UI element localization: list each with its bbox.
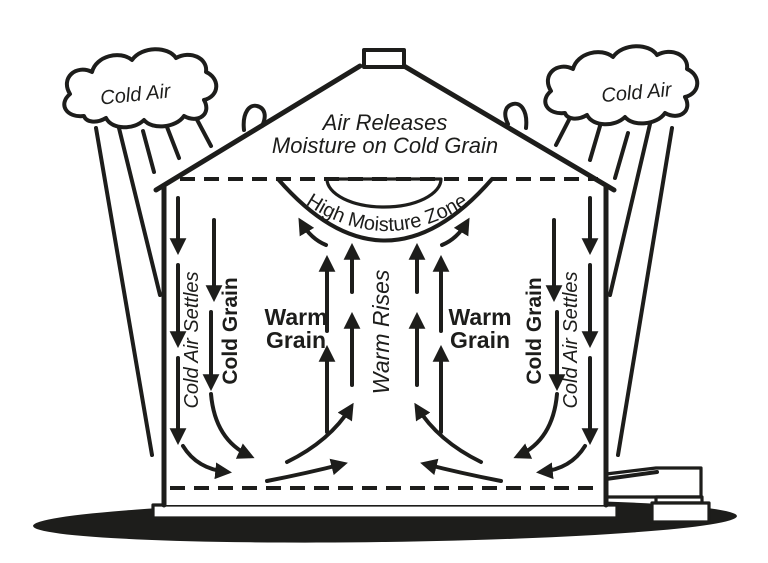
cold-air-arrows-right-wall [535, 196, 599, 480]
warm-grain-left-label-line1: Warm [264, 304, 327, 330]
floor-flow-arrows-left [265, 402, 354, 483]
cold-grain-left-label: Cold Grain [219, 277, 242, 384]
roof-label-line1: Air Releases [321, 110, 448, 135]
moisture-zone-spread-arrows [298, 217, 470, 247]
cold-grain-arrows-right [513, 218, 566, 459]
cloud-right: Cold Air [543, 44, 700, 127]
roof-label-line2: Moisture on Cold Grain [272, 133, 498, 158]
warm-grain-left-label-line2: Grain [266, 327, 326, 353]
floor-flow-arrows-right [414, 402, 503, 483]
base-slab [151, 503, 619, 520]
warm-rise-arrows-left [318, 242, 361, 434]
warm-grain-right-label-line1: Warm [448, 304, 511, 330]
high-moisture-hatch [325, 177, 443, 209]
cold-air-arrows-left-wall [169, 196, 233, 480]
roof-vent-cap [362, 48, 406, 69]
roof-vent-right [503, 101, 529, 130]
warm-rise-arrows-right [408, 242, 450, 434]
cold-grain-right-label: Cold Grain [523, 277, 546, 384]
cold-air-streams-left [94, 112, 213, 457]
cold-grain-arrows-left [202, 218, 255, 459]
cold-air-settles-left-label: Cold Air Settles [181, 271, 203, 408]
warm-rises-label: Warm Rises [368, 269, 394, 394]
moisture-arc [276, 177, 494, 243]
warm-grain-right-label-line2: Grain [450, 327, 510, 353]
bin-body [156, 50, 614, 505]
cold-air-settles-right-label: Cold Air Settles [560, 271, 582, 408]
roof-vent-left [241, 103, 267, 132]
cloud-left: Cold Air [62, 47, 219, 130]
cold-air-streams-right [554, 110, 674, 457]
bin-outline [153, 48, 617, 508]
